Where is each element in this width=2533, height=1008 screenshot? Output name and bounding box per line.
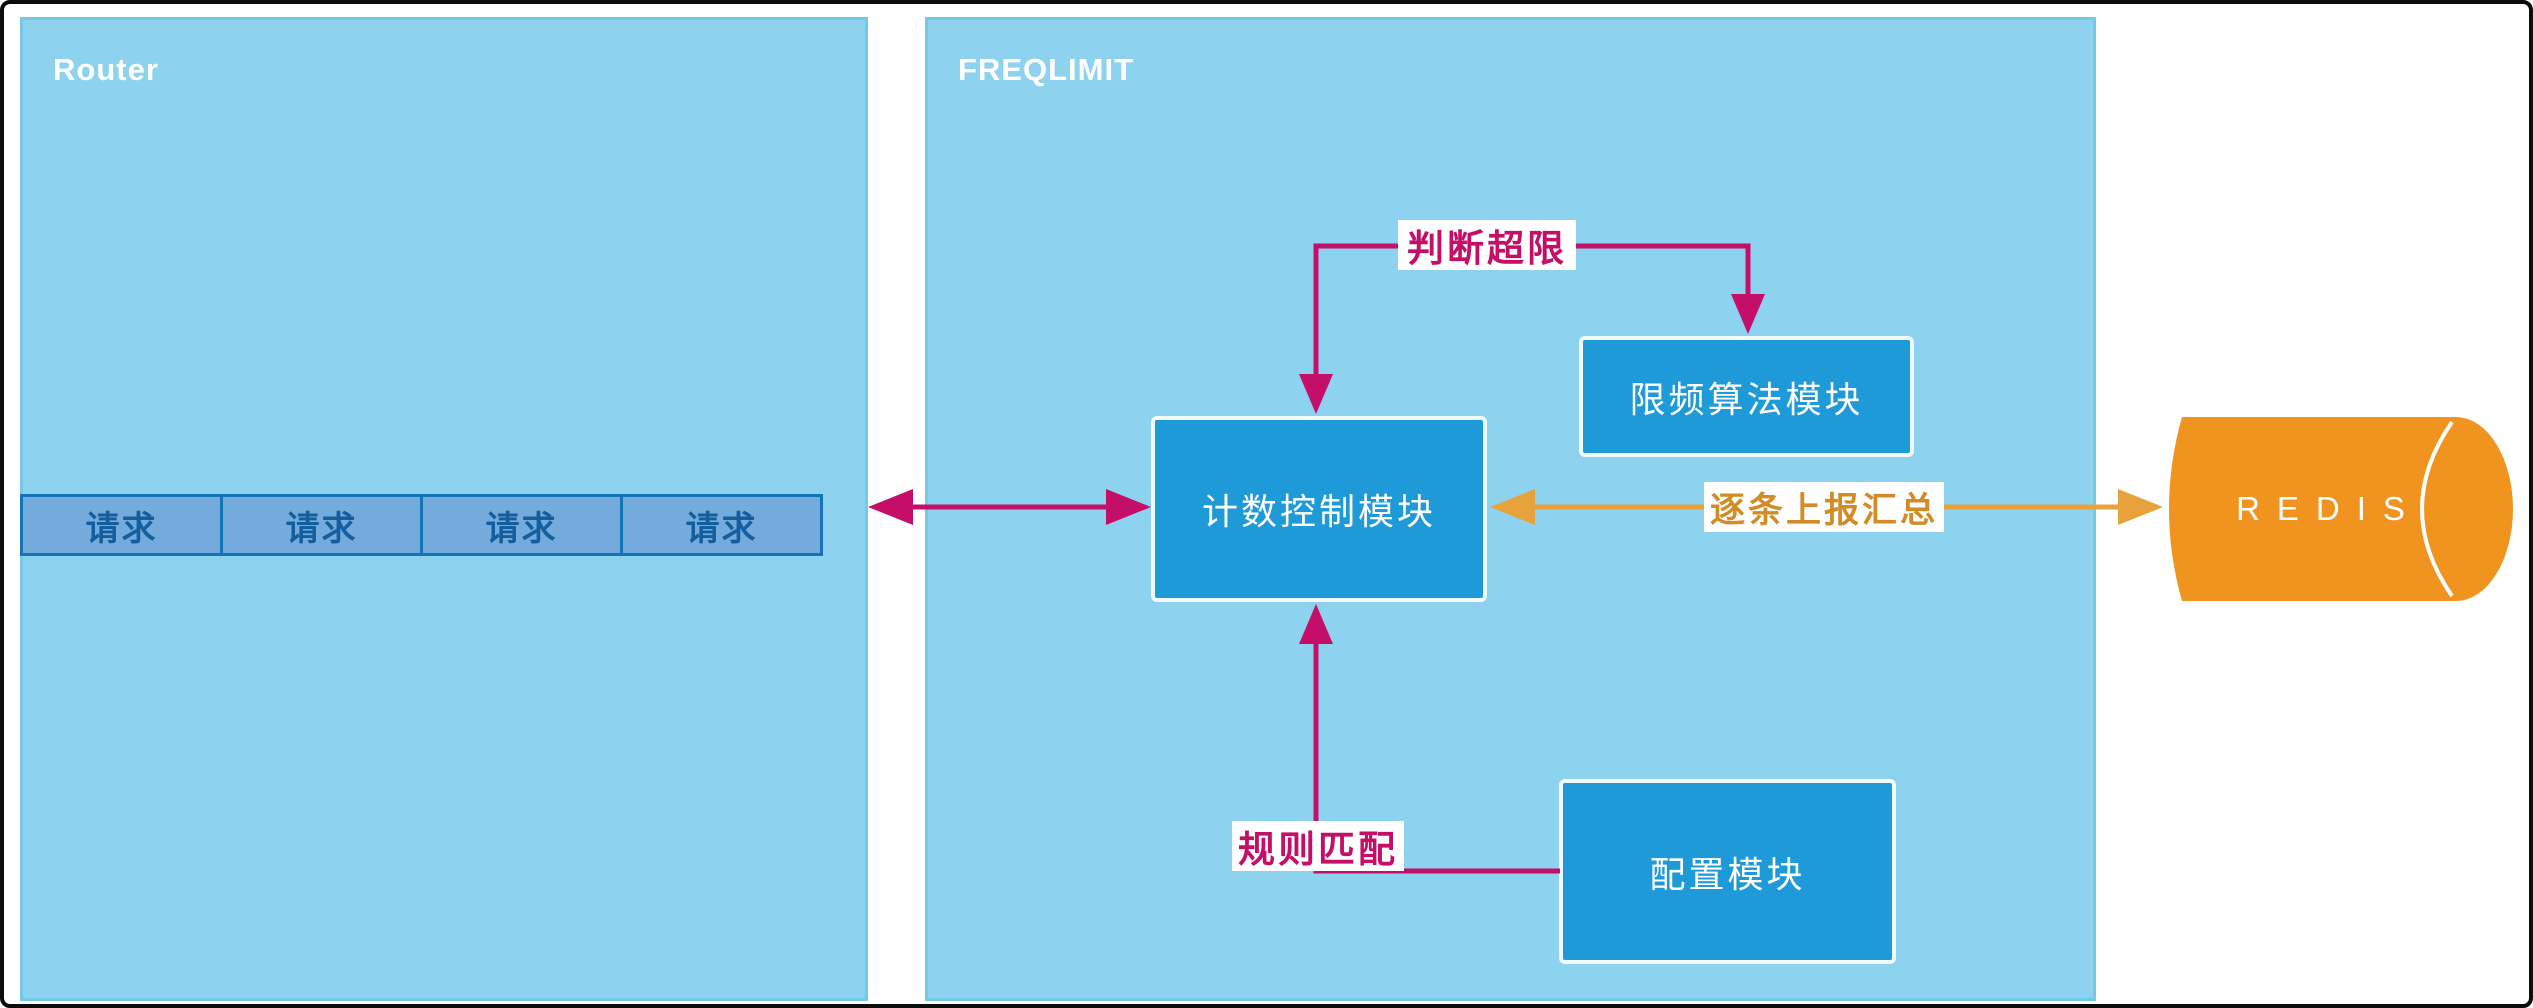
- module-config-label: 配置模块: [1649, 853, 1806, 895]
- request-cell: 请求: [420, 494, 623, 556]
- request-row: 请求 请求 请求 请求: [20, 494, 823, 556]
- module-counting-control-label: 计数控制模块: [1201, 491, 1436, 532]
- redis-label: REDIS: [2236, 490, 2422, 527]
- edge-label-rule-match: 规则匹配: [1232, 821, 1404, 871]
- module-config: 配置模块: [1559, 779, 1896, 964]
- request-cell: 请求: [220, 494, 423, 556]
- router-panel-title: Router: [53, 52, 159, 87]
- module-limit-algorithm-label: 限频算法模块: [1629, 378, 1864, 420]
- freqlimit-panel-title: FREQLIMIT: [958, 52, 1135, 87]
- router-panel: Router 请求 请求 请求 请求: [20, 17, 868, 1001]
- module-limit-algorithm: 限频算法模块: [1579, 336, 1914, 457]
- module-counting-control: 计数控制模块: [1151, 416, 1487, 602]
- request-cell: 请求: [620, 494, 823, 556]
- edge-label-over-limit: 判断超限: [1398, 220, 1576, 270]
- edge-label-report: 逐条上报汇总: [1704, 482, 1944, 532]
- request-cell: 请求: [20, 494, 223, 556]
